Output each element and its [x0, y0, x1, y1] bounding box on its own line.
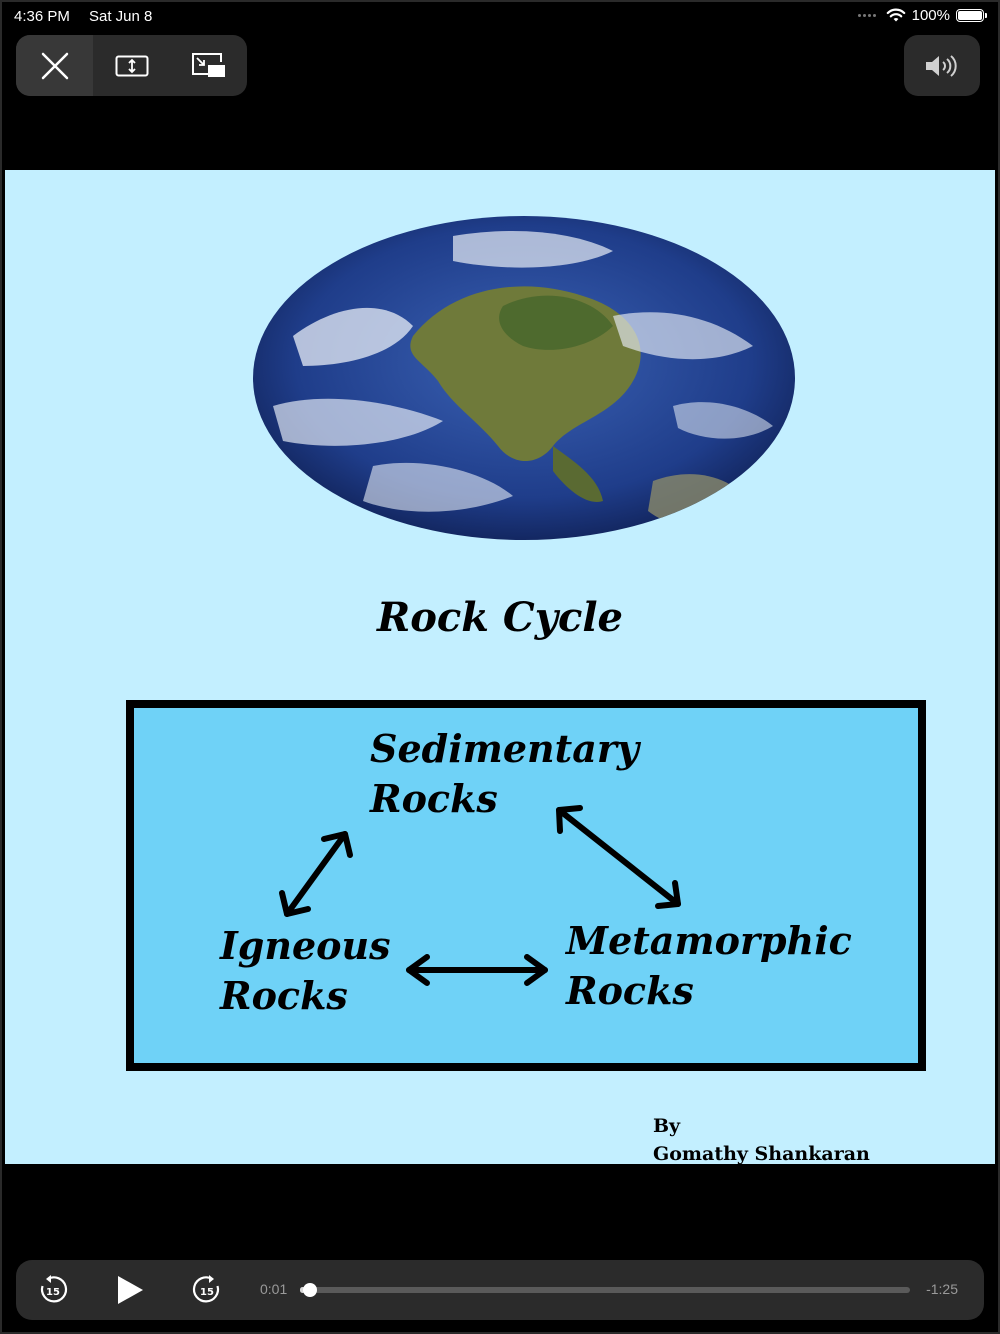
- earth-image: [253, 216, 795, 540]
- status-date: Sat Jun 8: [89, 8, 153, 25]
- picture-in-picture-icon: [191, 52, 225, 77]
- arrow-sedimentary-metamorphic: [556, 805, 681, 909]
- play-icon: [118, 1276, 143, 1304]
- skip-back-15-icon: 15: [40, 1275, 68, 1303]
- cycle-arrows: [279, 805, 681, 986]
- aspect-fit-button[interactable]: [93, 35, 170, 96]
- cellular-icon: [857, 14, 876, 17]
- author-byline: By Gomathy Shankaran: [653, 1115, 870, 1164]
- sedimentary-rocks-label: Sedimentary Rocks: [370, 726, 639, 821]
- close-button[interactable]: [16, 35, 93, 96]
- arrow-igneous-sedimentary: [279, 831, 353, 917]
- arrow-igneous-metamorphic: [406, 954, 548, 986]
- play-button[interactable]: [106, 1266, 154, 1314]
- status-time: 4:36 PM: [14, 8, 70, 25]
- playback-bar: 15 15 0:01 -1:25: [16, 1260, 984, 1320]
- skip-forward-button[interactable]: 15: [183, 1266, 231, 1314]
- scrubber-knob[interactable]: [302, 1283, 317, 1297]
- svg-text:15: 15: [46, 1287, 60, 1298]
- top-control-group: [16, 35, 247, 96]
- slide-title: Rock Cycle: [377, 594, 623, 641]
- video-frame[interactable]: Rock Cycle Sedimentary Rocks Igneous Roc…: [5, 170, 995, 1164]
- status-bar: 4:36 PM Sat Jun 8 100%: [2, 2, 1000, 32]
- skip-forward-15-icon: 15: [192, 1275, 220, 1303]
- current-time: 0:01: [260, 1281, 288, 1297]
- speaker-volume-icon: [926, 54, 957, 77]
- picture-in-picture-button[interactable]: [170, 35, 247, 96]
- aspect-fit-icon: [115, 55, 148, 76]
- metamorphic-rocks-label: Metamorphic Rocks: [566, 918, 852, 1013]
- progress-fill: [300, 1287, 305, 1293]
- skip-back-button[interactable]: 15: [29, 1266, 77, 1314]
- volume-button[interactable]: [904, 35, 980, 96]
- svg-text:15: 15: [200, 1287, 214, 1298]
- close-icon: [41, 52, 68, 79]
- battery-icon: [956, 9, 987, 22]
- igneous-rocks-label: Igneous Rocks: [220, 923, 391, 1018]
- wifi-icon: [886, 8, 905, 22]
- progress-scrubber[interactable]: [300, 1283, 910, 1297]
- remaining-time: -1:25: [926, 1281, 958, 1297]
- battery-percent: 100%: [911, 7, 950, 24]
- rock-cycle-diagram: Sedimentary Rocks Igneous Rocks Metamorp…: [126, 700, 926, 1071]
- status-indicators: 100%: [857, 7, 987, 24]
